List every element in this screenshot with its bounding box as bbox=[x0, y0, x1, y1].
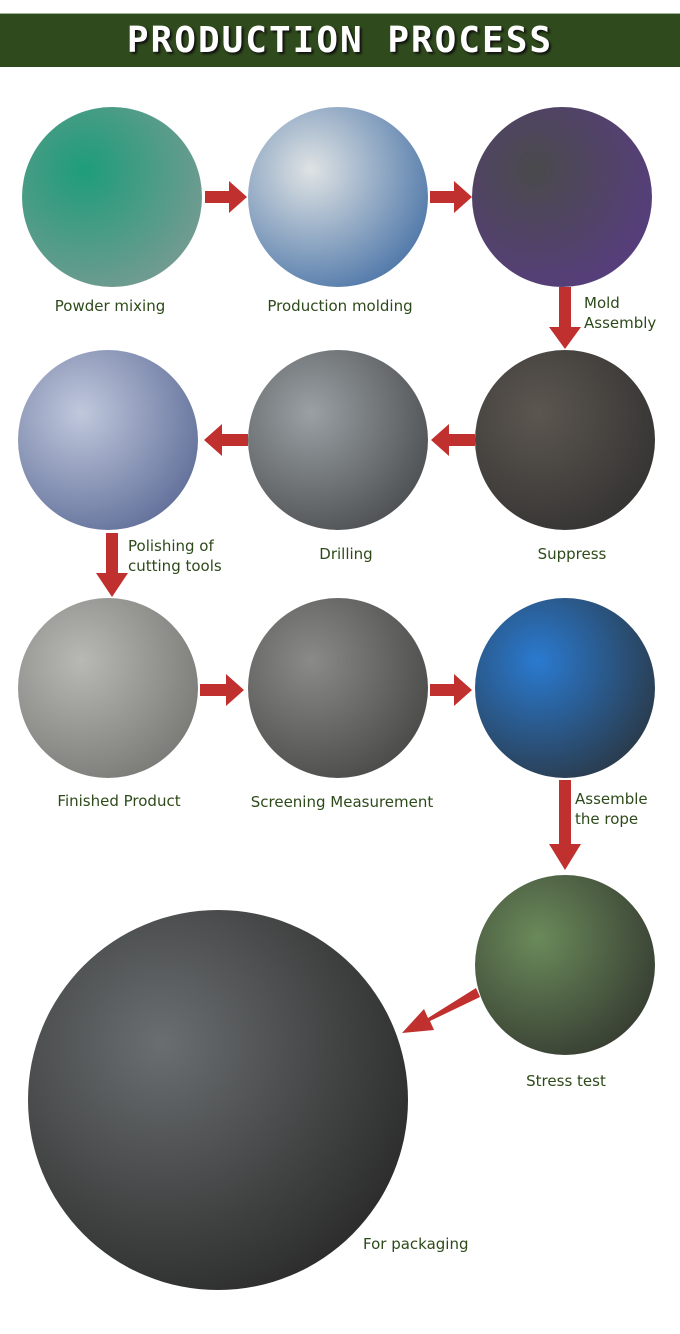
arrow-right-icon bbox=[205, 181, 247, 213]
label-drilling: Drilling bbox=[319, 545, 373, 563]
photo-stress-test bbox=[475, 875, 655, 1055]
photo-finished-product bbox=[18, 598, 198, 778]
label-line: Assembly bbox=[584, 314, 657, 332]
header-banner: PRODUCTION PROCESS bbox=[0, 13, 680, 67]
arrow-down-icon bbox=[96, 533, 128, 597]
label-production-molding: Production molding bbox=[267, 297, 413, 315]
label-packaging: For packaging bbox=[363, 1235, 469, 1253]
label-line: Polishing of bbox=[128, 537, 214, 555]
label-powder-mixing: Powder mixing bbox=[54, 297, 166, 315]
label-screening: Screening Measurement bbox=[250, 793, 434, 811]
arrow-down-icon bbox=[549, 287, 581, 349]
label-polishing: Polishing of cutting tools bbox=[128, 536, 222, 576]
photo-mold-assembly bbox=[472, 107, 652, 287]
label-line: cutting tools bbox=[128, 557, 222, 575]
photo-polishing bbox=[18, 350, 198, 530]
photo-drilling bbox=[248, 350, 428, 530]
label-line: the rope bbox=[575, 810, 639, 828]
label-assemble-rope: Assemble the rope bbox=[575, 789, 648, 829]
arrow-right-icon bbox=[200, 674, 244, 706]
photo-screening bbox=[248, 598, 428, 778]
photo-packaging bbox=[28, 910, 408, 1290]
arrow-right-icon bbox=[430, 181, 472, 213]
arrow-left-icon bbox=[431, 424, 475, 456]
photo-assemble-rope bbox=[475, 598, 655, 778]
photo-suppress bbox=[475, 350, 655, 530]
arrow-diagonal-icon bbox=[402, 988, 480, 1033]
page-title: PRODUCTION PROCESS bbox=[126, 20, 554, 61]
label-line: Mold bbox=[584, 294, 620, 312]
arrow-down-icon bbox=[549, 780, 581, 870]
photo-production-molding bbox=[248, 107, 428, 287]
label-stress-test: Stress test bbox=[526, 1072, 606, 1090]
label-finished-product: Finished Product bbox=[57, 792, 181, 810]
label-suppress: Suppress bbox=[537, 545, 607, 563]
arrow-left-icon bbox=[204, 424, 248, 456]
photo-powder-mixing bbox=[22, 107, 202, 287]
label-line: Assemble bbox=[575, 790, 648, 808]
arrow-right-icon bbox=[430, 674, 472, 706]
